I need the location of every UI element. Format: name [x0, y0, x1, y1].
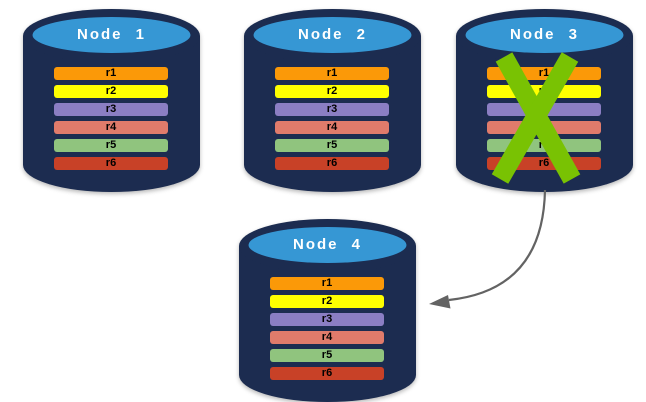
node-1: Node 1 r1 r2 r3 r4 r5 r6: [23, 8, 200, 192]
node-3: Node 3 r1 r2 r3 r4 r5 r6: [456, 8, 633, 192]
record-list: r1 r2 r3 r4 r5 r6: [54, 67, 168, 175]
record-bar: r1: [275, 67, 389, 80]
cylinder-top-face: [248, 227, 407, 263]
record-bar: r3: [54, 103, 168, 116]
record-bar: r2: [270, 295, 384, 308]
node-label: Node 1: [76, 26, 146, 43]
record-bar: r5: [275, 139, 389, 152]
record-bar: r2: [487, 85, 601, 98]
node-label: Node 3: [509, 26, 579, 43]
record-bar: r3: [275, 103, 389, 116]
record-bar: r2: [54, 85, 168, 98]
record-list: r1 r2 r3 r4 r5 r6: [270, 277, 384, 385]
node-2: Node 2 r1 r2 r3 r4 r5 r6: [244, 8, 421, 192]
cylinder-top-face: [32, 17, 191, 53]
record-bar: r6: [275, 157, 389, 170]
record-bar: r6: [270, 367, 384, 380]
record-bar: r4: [270, 331, 384, 344]
record-bar: r4: [487, 121, 601, 134]
record-bar: r5: [487, 139, 601, 152]
arrowhead-icon: [429, 295, 451, 309]
record-list: r1 r2 r3 r4 r5 r6: [487, 67, 601, 175]
cylinder-top-face: [465, 17, 624, 53]
record-bar: r4: [54, 121, 168, 134]
node-4: Node 4 r1 r2 r3 r4 r5 r6: [239, 218, 416, 402]
record-bar: r5: [54, 139, 168, 152]
record-list: r1 r2 r3 r4 r5 r6: [275, 67, 389, 175]
record-bar: r6: [54, 157, 168, 170]
node-label: Node 4: [292, 236, 362, 253]
record-bar: r2: [275, 85, 389, 98]
record-bar: r1: [487, 67, 601, 80]
record-bar: r1: [54, 67, 168, 80]
record-bar: r4: [275, 121, 389, 134]
record-bar: r5: [270, 349, 384, 362]
record-bar: r6: [487, 157, 601, 170]
record-bar: r1: [270, 277, 384, 290]
node-label: Node 2: [297, 26, 367, 43]
record-bar: r3: [487, 103, 601, 116]
record-bar: r3: [270, 313, 384, 326]
cylinder-top-face: [253, 17, 412, 53]
replication-arrow: [448, 189, 547, 302]
